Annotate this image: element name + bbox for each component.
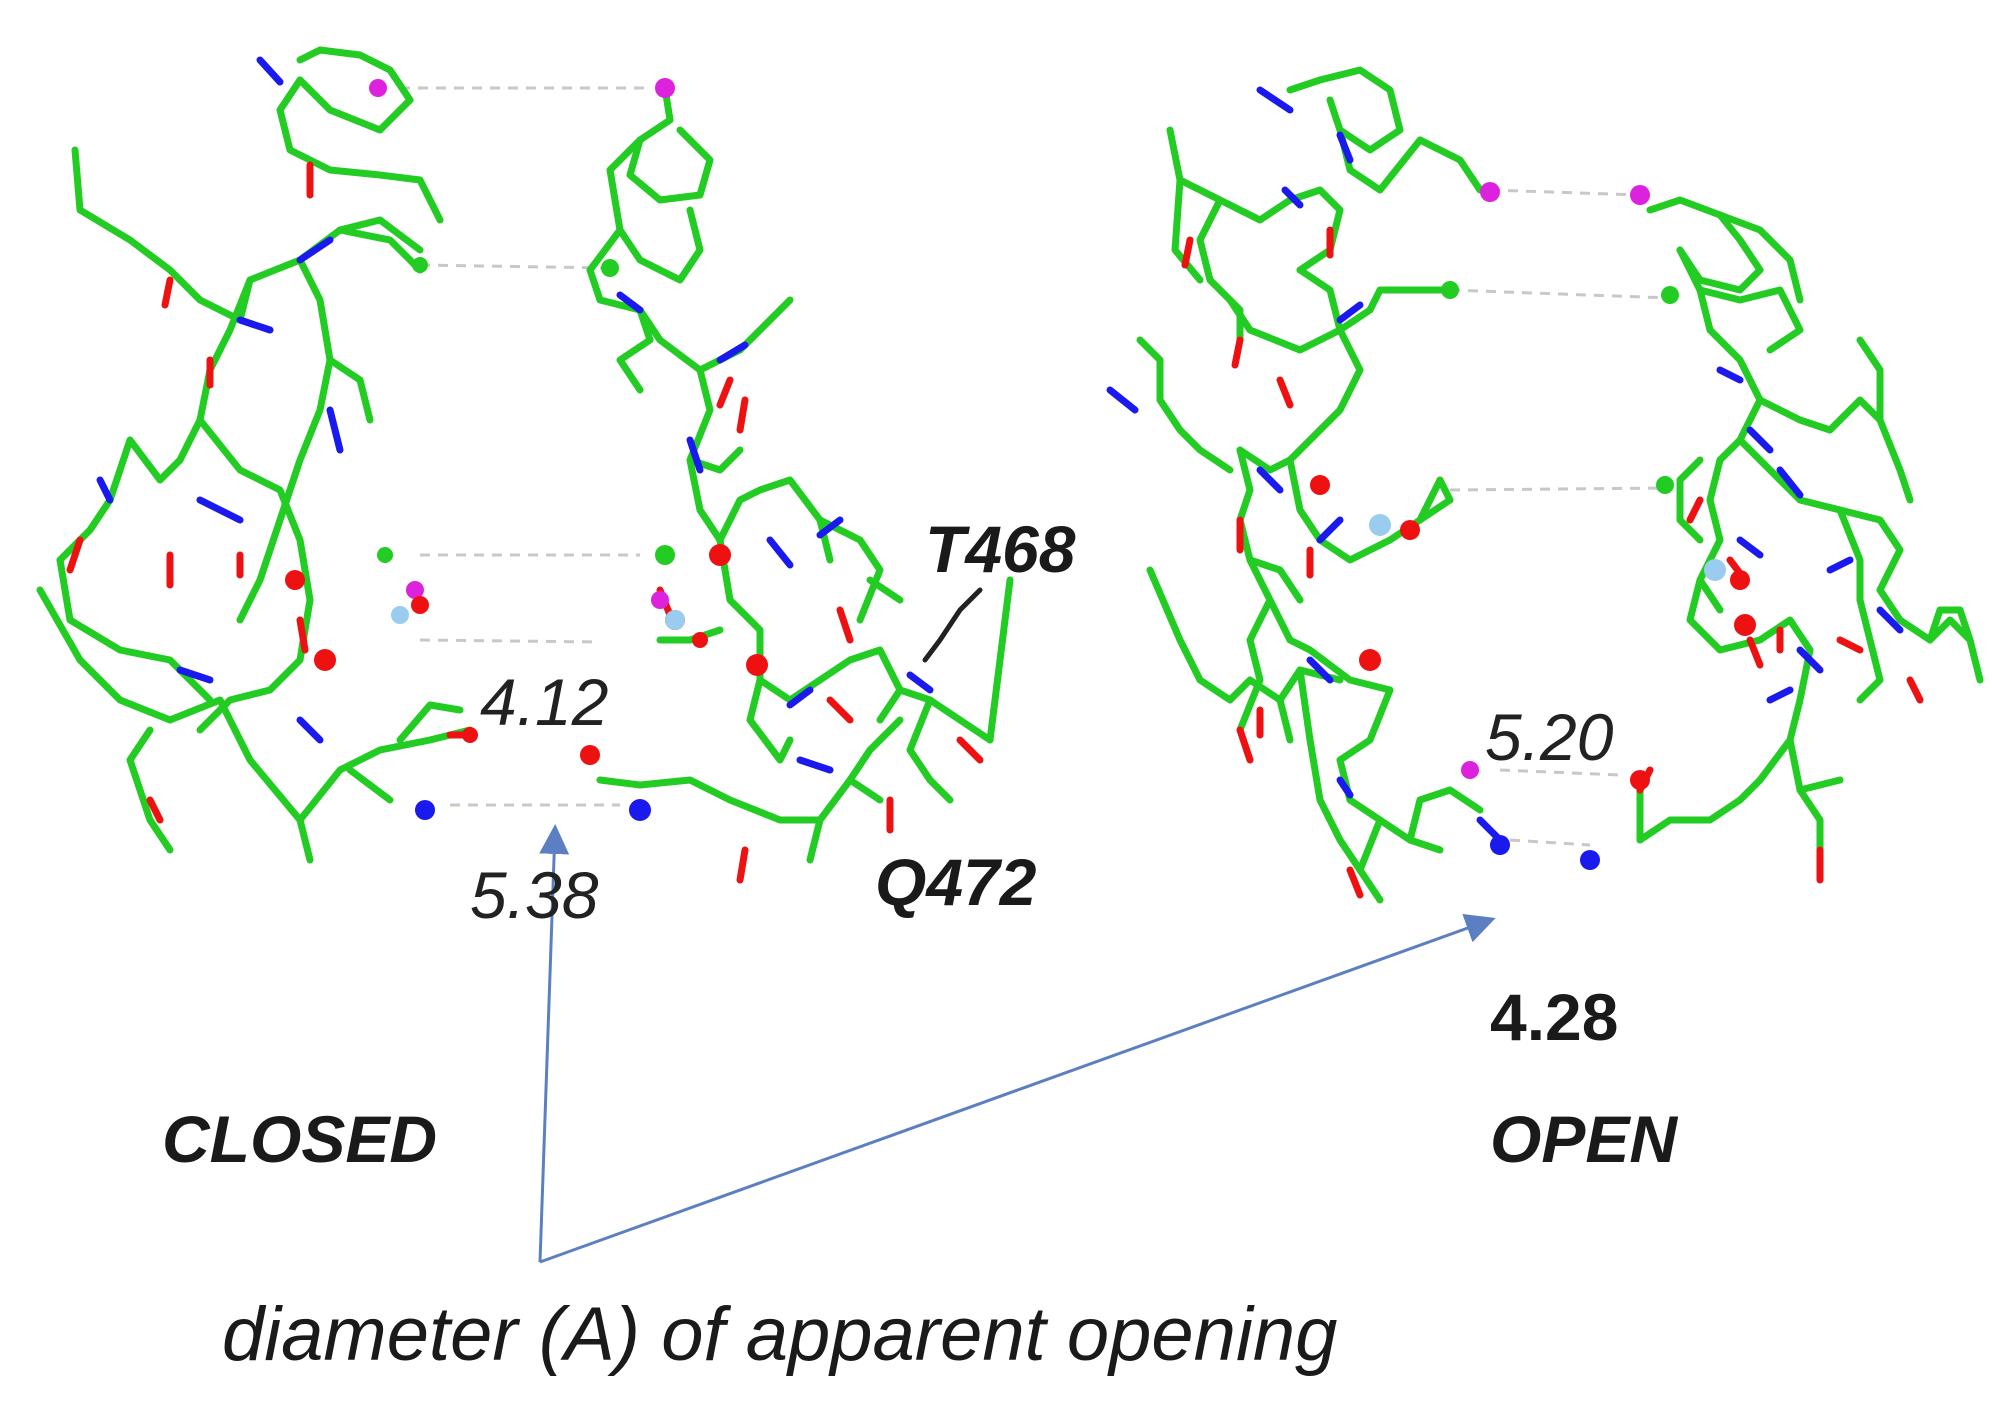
open-hbond-lines (1449, 188, 1671, 847)
closed-right-atoms (580, 78, 768, 821)
closed-right-oxygen-bonds (656, 376, 984, 884)
open-right-nitrogen-bonds (1716, 366, 1904, 704)
open-distance-upper: 5.20 (1485, 700, 1614, 774)
open-right-atoms (1580, 185, 1756, 870)
closed-structure (36, 46, 1014, 884)
state-label-open: OPEN (1490, 1102, 1678, 1176)
figure-caption: diameter (A) of apparent opening (222, 1292, 1337, 1377)
closed-right-backbone (586, 84, 1014, 864)
open-left-atoms (1310, 182, 1510, 855)
closed-distance-upper: 4.12 (480, 665, 608, 739)
closed-left-atoms (285, 79, 478, 820)
residue-label-t468: T468 (925, 512, 1076, 586)
t468-pointer (922, 587, 983, 663)
open-left-oxygen-bonds (1181, 226, 1364, 899)
state-label-closed: CLOSED (162, 1102, 437, 1176)
closed-right-nitrogen-bonds (616, 291, 934, 774)
closed-left-backbone (36, 46, 474, 864)
arrow-to-open-opening (539, 914, 1496, 1264)
open-right-backbone (1636, 196, 1984, 854)
closed-left-nitrogen-bonds (96, 56, 344, 744)
closed-hbond-lines (400, 86, 650, 807)
open-left-nitrogen-bonds (1106, 86, 1504, 844)
opening-arrows (538, 824, 1496, 1264)
residue-label-q472: Q472 (875, 845, 1037, 919)
open-structure (1106, 66, 1984, 904)
arrow-to-closed-opening (538, 824, 570, 1263)
open-left-backbone (1136, 66, 1484, 904)
open-distance-lower: 4.28 (1490, 980, 1618, 1054)
closed-distance-lower: 5.38 (470, 858, 599, 932)
closed-left-oxygen-bonds (66, 161, 474, 824)
